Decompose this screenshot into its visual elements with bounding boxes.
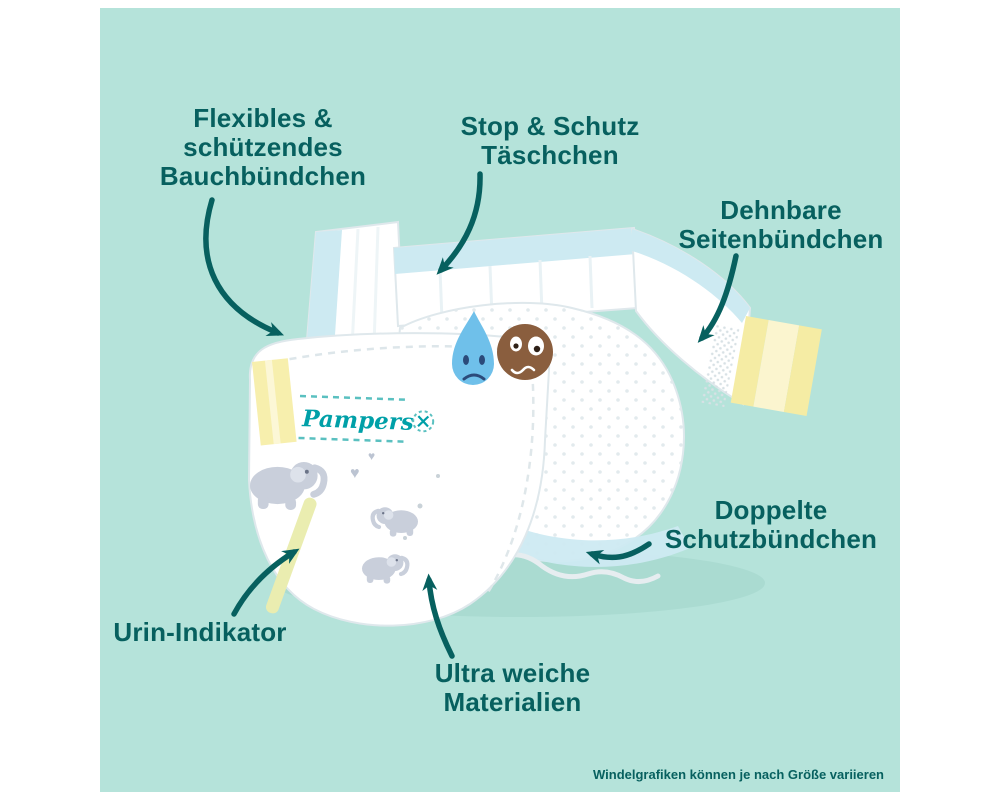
side-panel-wing — [629, 227, 822, 417]
elephant-print: ♥ ♥ — [250, 449, 440, 584]
callout-pocket: Stop & Schutz Täschchen — [460, 111, 640, 171]
back-waistband-left — [304, 220, 406, 354]
fastening-tab — [730, 316, 822, 417]
diaper-illustration: Pampers ♥ ♥ — [203, 171, 822, 659]
fastening-texture — [700, 324, 740, 408]
callout-belly-band: Flexibles & schützendes Bauchbündchen — [159, 103, 367, 192]
callout-leg-cuffs: Doppelte Schutzbündchen — [664, 495, 878, 555]
pampers-logo: Pampers — [298, 394, 435, 443]
front-tab-strip — [251, 358, 297, 446]
arrow-pocket-icon — [436, 171, 483, 275]
arrow-side-panels-icon — [697, 253, 739, 343]
arrow-leg-cuffs-icon — [585, 541, 652, 565]
callout-soft-materials: Ultra weiche Materialien — [434, 658, 591, 718]
infographic-panel: Pampers ♥ ♥ — [100, 8, 900, 792]
callout-urine-indicator: Urin-Indikator — [113, 617, 287, 647]
arrow-belly-band-icon — [203, 197, 285, 337]
pampers-logo-text: Pampers — [301, 405, 415, 436]
side-seam-stitching — [485, 357, 535, 595]
heart-print-icon: ♥ — [350, 465, 360, 482]
diaper: Pampers ♥ ♥ — [249, 220, 822, 627]
water-drop-mascot-icon — [452, 311, 494, 385]
arrow-urine-indicator-icon — [231, 548, 300, 617]
footer-disclaimer: Windelgrafiken können je nach Größe vari… — [592, 767, 884, 782]
callout-arrows — [203, 171, 739, 659]
callout-side-panels: Dehnbare Seitenbündchen — [678, 195, 884, 255]
arrow-soft-materials-icon — [422, 573, 455, 659]
dirt-ball-mascot-icon — [497, 324, 553, 380]
heart-print-icon: ♥ — [368, 449, 375, 463]
